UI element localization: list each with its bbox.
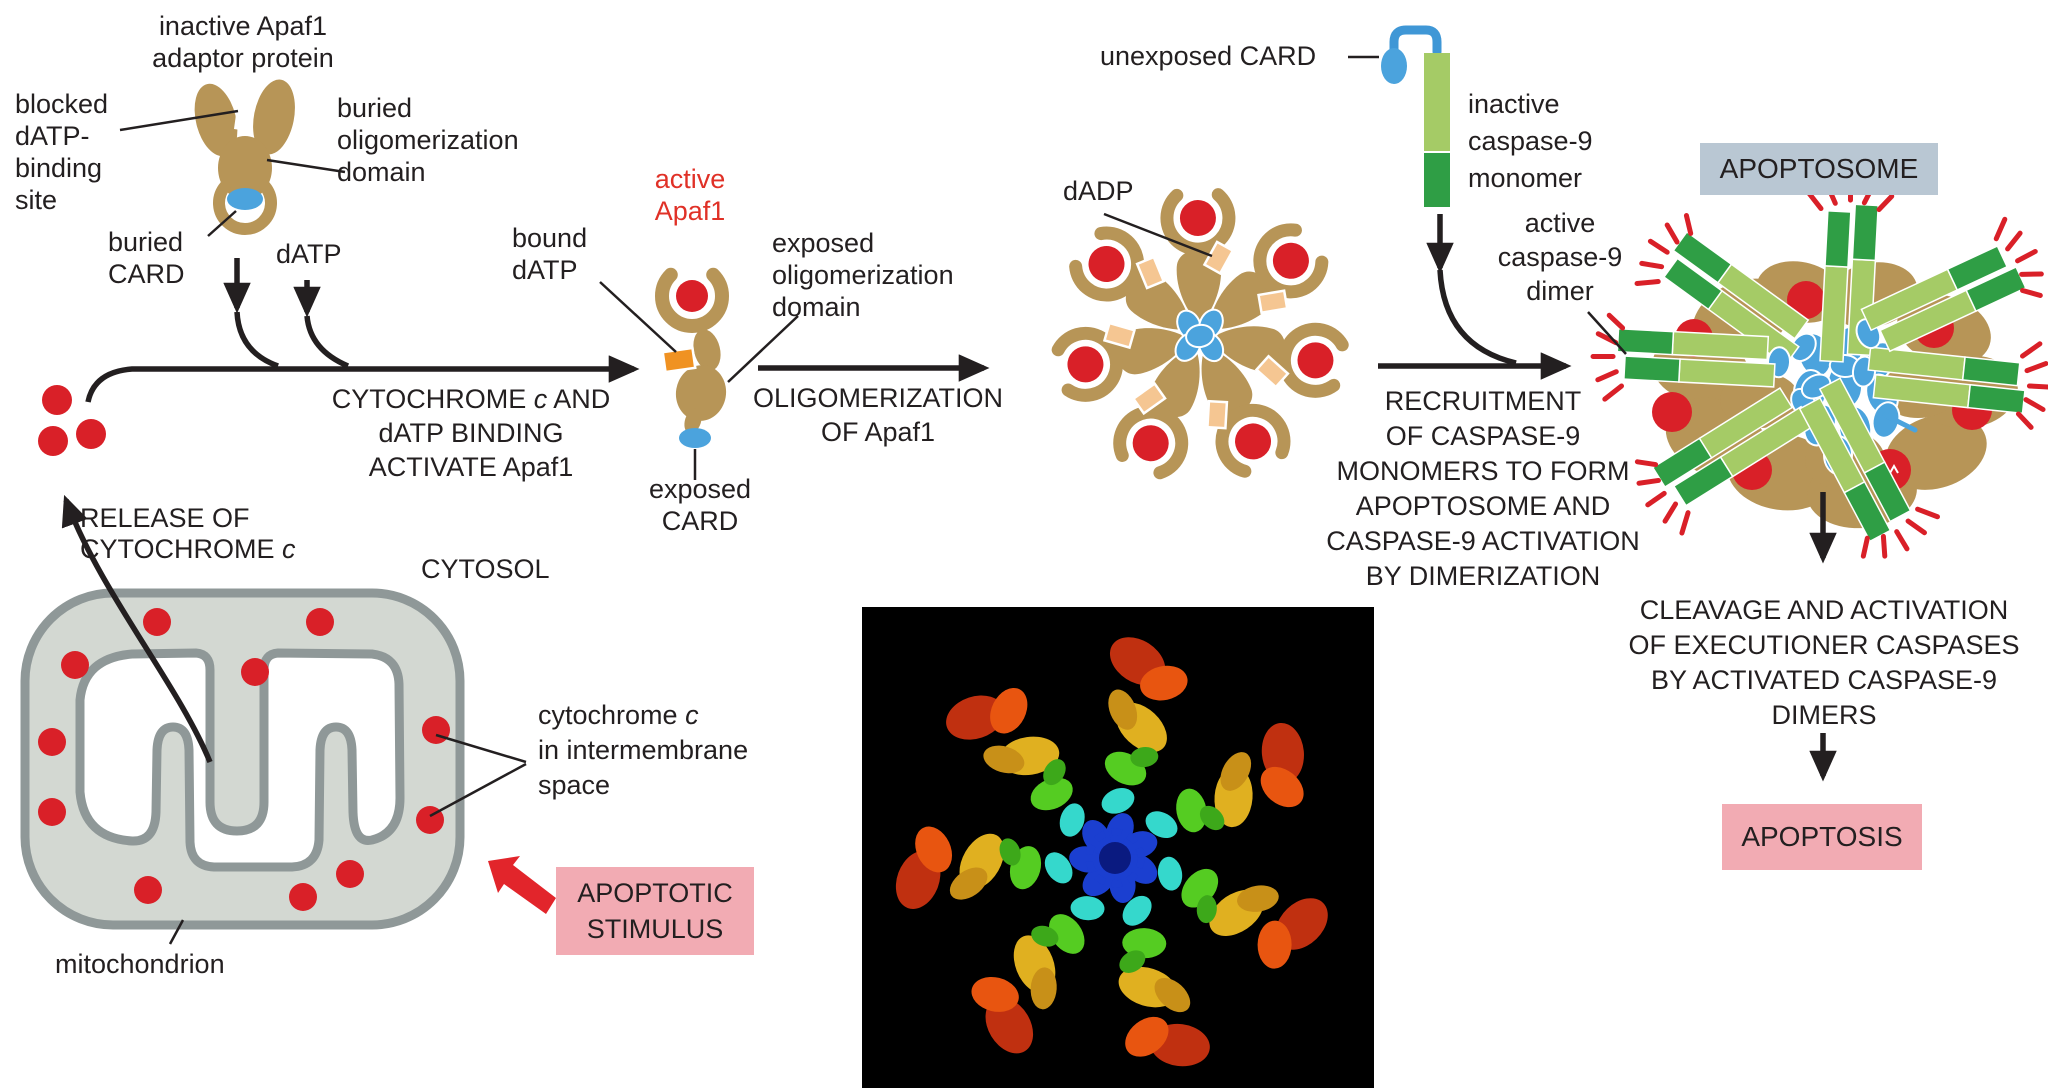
label-inactive-caspase9-monomer: inactive caspase-9 monomer	[1468, 86, 1593, 197]
apoptosome-structure-image	[862, 607, 1374, 1088]
label-line: CARD	[661, 506, 739, 536]
label-line: dATP-	[15, 121, 90, 151]
unexposed-card-oval	[1381, 48, 1407, 84]
label-bound-datp: bound dATP	[512, 222, 587, 286]
label-line: RELEASE OF	[80, 503, 250, 533]
apoptosis-box: APOPTOSIS	[1722, 804, 1922, 870]
label-line: BY DIMERIZATION	[1365, 561, 1601, 591]
label-buried-oligomerization-domain: buried oligomerization domain	[337, 92, 519, 188]
label-mitochondrion: mitochondrion	[55, 949, 225, 979]
label-line: BY ACTIVATED CASPASE-9	[1650, 665, 1998, 695]
apoptotic-stimulus-arrow	[488, 856, 556, 914]
apoptosome-title: APOPTOSOME	[1719, 153, 1919, 184]
inactive-apaf1-graphic	[194, 79, 295, 236]
apoptosome-title-box: APOPTOSOME	[1700, 143, 1938, 195]
label-line: adaptor protein	[152, 43, 334, 73]
label-line: exposed	[772, 228, 875, 258]
label-line: OF CASPASE-9	[1385, 421, 1581, 451]
label-line: DIMERS	[1771, 700, 1877, 730]
label-cytosol: CYTOSOL	[421, 554, 550, 584]
label-release-of-cytochrome-c: RELEASE OF CYTOCHROME c	[80, 503, 296, 565]
label-line: inactive Apaf1	[158, 11, 328, 41]
label-line: MONOMERS TO FORM	[1336, 456, 1630, 486]
arrow-activation	[85, 355, 640, 403]
label-line: APOPTOSOME AND	[1355, 491, 1611, 521]
label-line: CYTOCHROME c	[80, 534, 296, 564]
label-line: cytochrome c	[538, 700, 699, 730]
label-line: space	[538, 770, 611, 800]
label-line: APOPTOTIC	[577, 878, 733, 908]
exposed-card-oval	[679, 428, 711, 448]
label-datp: dATP	[276, 239, 342, 269]
step-recruitment: RECRUITMENT OF CASPASE-9 MONOMERS TO FOR…	[1303, 384, 1663, 594]
step-activation: CYTOCHROME c AND dATP BINDING ACTIVATE A…	[291, 382, 651, 484]
step-cleavage: CLEAVAGE AND ACTIVATION OF EXECUTIONER C…	[1604, 593, 2044, 733]
label-exposed-oligomerization-domain: exposed oligomerization domain	[772, 227, 954, 323]
label-exposed-card: exposed CARD	[600, 473, 800, 537]
active-apaf1-graphic	[655, 267, 729, 448]
apaf1-oligomer-graphic	[1054, 193, 1345, 478]
blocked-datp-site-notch	[233, 99, 252, 131]
caspase9-monomer-graphic	[1381, 25, 1450, 207]
label-line: OF Apaf1	[820, 417, 936, 447]
released-cytochrome-c-dots	[38, 385, 106, 456]
apoptosome-graphic	[1591, 178, 2048, 569]
label-line: CASPASE-9 ACTIVATION	[1326, 526, 1640, 556]
apoptotic-stimulus-box: APOPTOTIC STIMULUS	[556, 867, 754, 955]
label-line: RECRUITMENT	[1384, 386, 1582, 416]
label-line: OF EXECUTIONER CASPASES	[1628, 630, 2020, 660]
card-knot	[1174, 308, 1225, 363]
label-blocked-datp-binding-site: blocked dATP- binding site	[15, 88, 108, 216]
label-line: active	[1524, 208, 1596, 238]
label-line: dATP BINDING	[378, 418, 564, 448]
process-arrows	[61, 214, 1837, 782]
apoptosis-label: APOPTOSIS	[1741, 821, 1903, 852]
label-line: exposed	[648, 474, 752, 504]
label-line: binding	[15, 153, 103, 183]
label-line: CLEAVAGE AND ACTIVATION	[1639, 595, 2009, 625]
label-line: active	[654, 164, 726, 194]
label-line: OLIGOMERIZATION	[752, 383, 1003, 413]
label-line: domain	[337, 157, 426, 187]
label-line: STIMULUS	[586, 914, 724, 944]
label-line: oligomerization	[337, 125, 519, 155]
label-cytochrome-c-intermembrane: cytochrome c in intermembrane space	[538, 698, 748, 803]
inner-membrane	[75, 648, 405, 872]
mitochondrion-graphic	[20, 588, 465, 930]
label-buried-card: buried CARD	[108, 226, 185, 290]
label-line: buried	[337, 93, 413, 123]
label-line: ACTIVATE Apaf1	[368, 452, 574, 482]
label-line: caspase-9	[1468, 126, 1593, 156]
buried-card-oval	[227, 188, 263, 210]
label-line: site	[15, 185, 58, 215]
label-line: buried	[108, 227, 184, 257]
label-line: in intermembrane	[538, 735, 749, 765]
label-line: CARD	[108, 259, 185, 289]
label-line: inactive	[1468, 89, 1560, 119]
label-line: dimer	[1526, 276, 1594, 306]
cytochrome-c-dots-intermembrane	[38, 608, 450, 911]
label-line: bound	[512, 223, 588, 253]
label-line: domain	[772, 292, 861, 322]
pointer-lines	[119, 55, 1627, 945]
label-active-caspase9-dimer: active caspase-9 dimer	[1460, 206, 1660, 308]
label-unexposed-card: unexposed CARD	[1100, 41, 1317, 71]
label-inactive-apaf1: inactive Apaf1 adaptor protein	[93, 10, 393, 74]
label-line: dATP	[512, 255, 578, 285]
label-line: CYTOCHROME c AND	[331, 384, 611, 414]
step-oligomerization: OLIGOMERIZATION OF Apaf1	[698, 381, 1058, 449]
label-dadp: dADP	[1063, 176, 1134, 206]
arrow-release	[61, 494, 213, 764]
label-line: monomer	[1468, 163, 1583, 193]
label-line: Apaf1	[654, 196, 726, 226]
label-active-apaf1: active Apaf1	[590, 163, 790, 227]
bound-datp-rect	[661, 346, 697, 374]
label-line: oligomerization	[772, 260, 954, 290]
label-line: blocked	[15, 89, 109, 119]
label-line: caspase-9	[1497, 242, 1623, 272]
